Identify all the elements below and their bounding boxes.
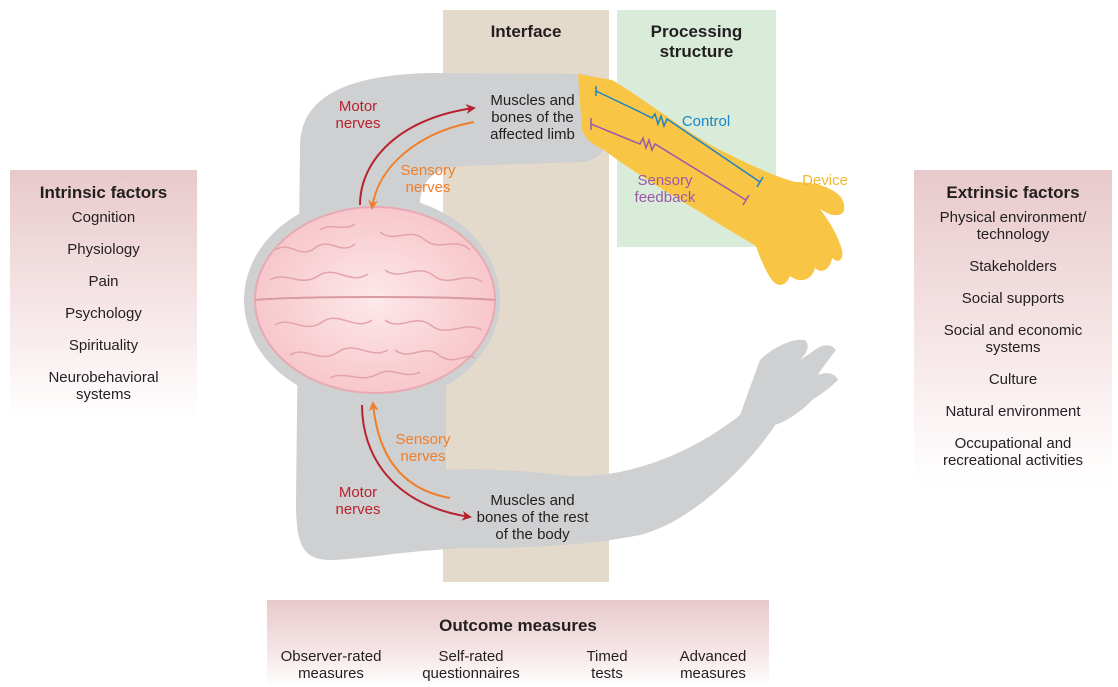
extrinsic-item: Occupational and recreational activities — [914, 435, 1112, 469]
extrinsic-factors-box: Extrinsic factors Physical environment/ … — [914, 170, 1112, 485]
interface-heading: Interface — [443, 22, 609, 42]
motor-nerves-top-label: Motor nerves — [318, 98, 398, 132]
intrinsic-factors-title: Intrinsic factors — [10, 183, 197, 203]
extrinsic-item: Stakeholders — [914, 258, 1112, 275]
motor-nerves-bottom-label: Motor nerves — [318, 484, 398, 518]
outcome-measure-item: Advanced measures — [663, 648, 763, 682]
extrinsic-item: Culture — [914, 371, 1112, 388]
intrinsic-factors-list: Cognition Physiology Pain Psychology Spi… — [10, 209, 197, 403]
extrinsic-item: Social and economic systems — [914, 322, 1112, 356]
outcome-measures-box: Outcome measures Observer-rated measures… — [267, 600, 769, 687]
extrinsic-item: Social supports — [914, 290, 1112, 307]
outcome-measures-title: Outcome measures — [267, 616, 769, 636]
intrinsic-item: Neurobehavioral systems — [10, 369, 197, 403]
device-label: Device — [795, 172, 855, 189]
intrinsic-item: Physiology — [10, 241, 197, 258]
control-label: Control — [672, 113, 740, 130]
processing-structure-heading: Processing structure — [617, 22, 776, 62]
sensory-nerves-bottom-label: Sensory nerves — [378, 431, 468, 465]
extrinsic-item: Physical environment/ technology — [914, 209, 1112, 243]
extrinsic-factors-title: Extrinsic factors — [914, 183, 1112, 203]
muscles-affected-limb-label: Muscles and bones of the affected limb — [470, 92, 595, 143]
extrinsic-item: Natural environment — [914, 403, 1112, 420]
sensory-nerves-top-label: Sensory nerves — [383, 162, 473, 196]
intrinsic-item: Spirituality — [10, 337, 197, 354]
outcome-measure-item: Observer-rated measures — [271, 648, 391, 682]
intrinsic-item: Cognition — [10, 209, 197, 226]
sensory-feedback-label: Sensory feedback — [620, 172, 710, 206]
muscles-rest-of-body-label: Muscles and bones of the rest of the bod… — [460, 492, 605, 543]
outcome-measure-item: Timed tests — [567, 648, 647, 682]
outcome-measure-item: Self-rated questionnaires — [411, 648, 531, 682]
brain — [255, 207, 495, 393]
intrinsic-item: Psychology — [10, 305, 197, 322]
intrinsic-factors-box: Intrinsic factors Cognition Physiology P… — [10, 170, 197, 420]
extrinsic-factors-list: Physical environment/ technology Stakeho… — [914, 209, 1112, 469]
intrinsic-item: Pain — [10, 273, 197, 290]
